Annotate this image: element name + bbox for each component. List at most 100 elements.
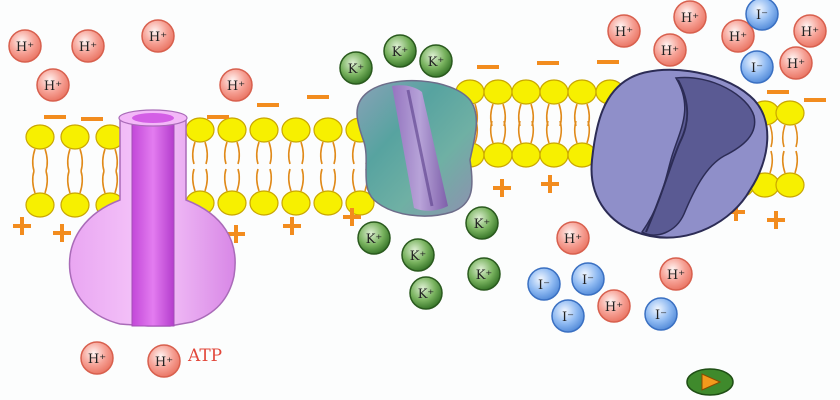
svg-text:H⁺: H⁺ (44, 79, 62, 94)
svg-text:I⁻: I⁻ (538, 278, 550, 293)
potassium-ion: K⁺ (401, 238, 435, 272)
hydrogen-ion: H⁺ (721, 19, 755, 53)
positive-charge (493, 179, 511, 197)
hydrogen-ion: H⁺ (793, 14, 827, 48)
positive-charge (283, 217, 301, 235)
positive-charge (767, 211, 785, 229)
hydrogen-ion: H⁺ (673, 0, 707, 34)
negative-charge (477, 65, 499, 69)
phospholipid (539, 79, 569, 168)
iodide-transporter (590, 68, 769, 239)
svg-text:H⁺: H⁺ (564, 232, 582, 247)
positive-charge (727, 203, 745, 221)
phospholipid (567, 79, 597, 168)
negative-charge (767, 90, 789, 94)
positive-charge (13, 217, 31, 235)
hydrogen-ion: H⁺ (71, 29, 105, 63)
negative-charge (44, 115, 66, 119)
svg-text:I⁻: I⁻ (582, 273, 594, 288)
negative-charge (207, 115, 229, 119)
svg-text:H⁺: H⁺ (801, 25, 819, 40)
negative-charge (597, 60, 619, 64)
svg-text:I⁻: I⁻ (751, 61, 763, 76)
phospholipid (483, 79, 513, 168)
svg-text:I⁻: I⁻ (655, 308, 667, 323)
hydrogen-ion: H⁺ (556, 221, 590, 255)
hydrogen-ion: H⁺ (607, 14, 641, 48)
positive-charge (227, 225, 245, 243)
negative-charge (804, 98, 826, 102)
play-icon (701, 373, 722, 391)
phospholipid (185, 117, 215, 216)
hydrogen-ion: H⁺ (219, 68, 253, 102)
svg-text:H⁺: H⁺ (729, 30, 747, 45)
svg-text:H⁺: H⁺ (149, 30, 167, 45)
svg-text:H⁺: H⁺ (787, 57, 805, 72)
potassium-ion: K⁺ (383, 34, 417, 68)
potassium-ion: K⁺ (357, 221, 391, 255)
hydrogen-ion: H⁺ (141, 19, 175, 53)
svg-text:I⁻: I⁻ (756, 8, 768, 23)
potassium-channel (356, 79, 478, 217)
negative-charge (81, 117, 103, 121)
svg-text:H⁺: H⁺ (615, 25, 633, 40)
positive-charge (541, 175, 559, 193)
svg-text:H⁺: H⁺ (661, 44, 679, 59)
svg-text:H⁺: H⁺ (667, 268, 685, 283)
svg-text:H⁺: H⁺ (605, 300, 623, 315)
negative-charge (257, 103, 279, 107)
phospholipid (249, 117, 279, 216)
phospholipid (511, 79, 541, 168)
phospholipid (775, 100, 805, 198)
hydrogen-ion: H⁺ (653, 33, 687, 67)
svg-text:K⁺: K⁺ (410, 249, 427, 264)
membrane-charges (13, 60, 826, 243)
svg-text:K⁺: K⁺ (474, 217, 491, 232)
phospholipid (281, 117, 311, 216)
iodide-ion: I⁻ (551, 299, 585, 333)
iodide-ion: I⁻ (527, 267, 561, 301)
svg-text:K⁺: K⁺ (476, 268, 493, 283)
svg-text:H⁺: H⁺ (79, 40, 97, 55)
svg-text:H⁺: H⁺ (227, 79, 245, 94)
iodide-ion: I⁻ (740, 50, 774, 84)
hydrogen-ion: H⁺ (80, 341, 114, 375)
svg-text:K⁺: K⁺ (348, 62, 365, 77)
phospholipid (313, 117, 343, 216)
hydrogen-ion: H⁺ (147, 344, 181, 378)
positive-charge (343, 208, 361, 226)
svg-text:K⁺: K⁺ (366, 232, 383, 247)
iodide-ion: I⁻ (745, 0, 779, 31)
phospholipid (60, 124, 90, 218)
ions: H⁺ H⁺ H⁺ H⁺ H⁺ H⁺ H⁺ H⁺ H⁺ H⁺ H⁺ H⁺ H⁺ H⁺ H⁺ H⁺ K⁺ K⁺ K⁺ K⁺… (8, 0, 827, 378)
svg-text:H⁺: H⁺ (681, 11, 699, 26)
hydrogen-ion: H⁺ (597, 289, 631, 323)
phospholipid (217, 117, 247, 216)
svg-text:H⁺: H⁺ (155, 355, 173, 370)
hydrogen-ion: H⁺ (8, 29, 42, 63)
positive-charge (53, 224, 71, 242)
potassium-ion: K⁺ (419, 44, 453, 78)
svg-text:K⁺: K⁺ (428, 55, 445, 70)
svg-text:K⁺: K⁺ (418, 287, 435, 302)
iodide-ion: I⁻ (644, 297, 678, 331)
hydrogen-ion: H⁺ (36, 68, 70, 102)
potassium-ion: K⁺ (467, 257, 501, 291)
potassium-ion: K⁺ (409, 276, 443, 310)
potassium-ion: K⁺ (465, 206, 499, 240)
negative-charge (307, 95, 329, 99)
hydrogen-ion: H⁺ (779, 46, 813, 80)
negative-charge (537, 61, 559, 65)
atp-label: ATP (187, 346, 222, 366)
svg-text:K⁺: K⁺ (392, 45, 409, 60)
svg-text:H⁺: H⁺ (16, 40, 34, 55)
play-button[interactable] (686, 368, 734, 396)
svg-text:I⁻: I⁻ (562, 310, 574, 325)
phospholipid (25, 124, 55, 218)
proton-pump (68, 109, 236, 327)
potassium-ion: K⁺ (339, 51, 373, 85)
svg-text:H⁺: H⁺ (88, 352, 106, 367)
iodide-ion: I⁻ (571, 262, 605, 296)
